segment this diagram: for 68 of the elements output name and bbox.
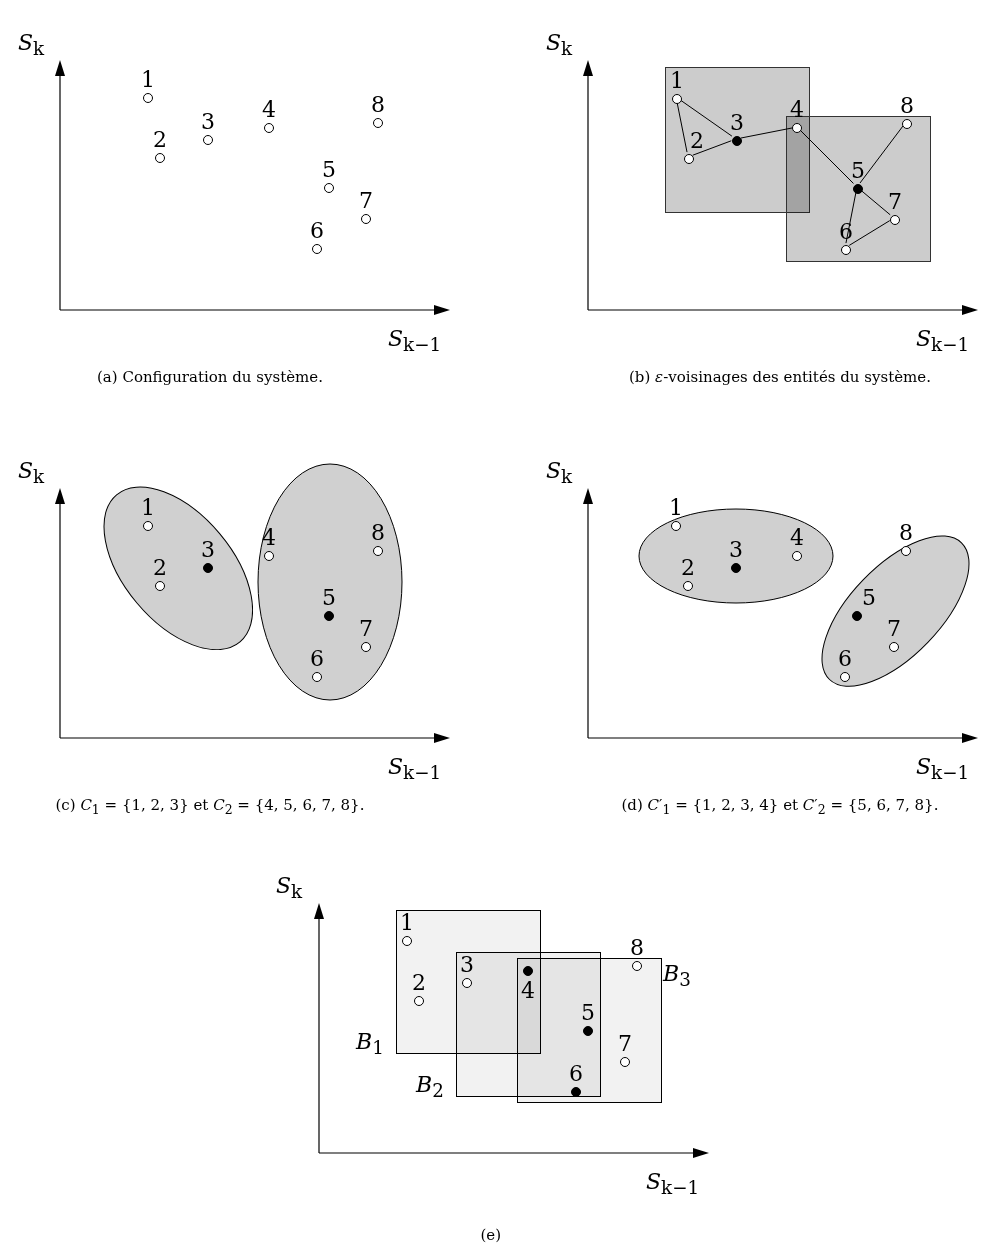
point-label: 2 — [690, 130, 704, 152]
point-label: 7 — [887, 618, 901, 640]
neighborhood-box — [665, 67, 810, 213]
point-label: 5 — [581, 1002, 595, 1024]
connector-line — [845, 191, 857, 244]
point-label: 2 — [153, 129, 167, 151]
axis-label: S$_{k−1}$ — [388, 754, 442, 784]
point-label: 4 — [521, 980, 535, 1002]
point-label: 3 — [730, 112, 744, 134]
axis-label: S$_{k−1}$ — [646, 1169, 700, 1199]
point-label: 1 — [141, 497, 155, 519]
point-label: 4 — [790, 99, 804, 121]
point-label: 6 — [839, 221, 853, 243]
point-label: 1 — [141, 69, 155, 91]
figure-caption: (d) C′$_{1}$ = {1, 2, 3, 4} et C′$_{2}$ = {5, 6, 7, 8}. — [621, 796, 939, 817]
point-label: 1 — [669, 497, 683, 519]
point-label: 3 — [729, 539, 743, 561]
connector-line — [740, 127, 793, 139]
point-label: 1 — [670, 70, 684, 92]
point-label: 5 — [851, 160, 865, 182]
point-label: 8 — [899, 522, 913, 544]
axis-label: S$_{k−1}$ — [916, 326, 970, 356]
point-label: 6 — [569, 1063, 583, 1085]
point-label: 8 — [371, 522, 385, 544]
point-label: 6 — [310, 648, 324, 670]
axis-label: S$_{k}$ — [18, 458, 45, 488]
figure-caption: (c) C$_{1}$ = {1, 2, 3} et C$_{2}$ = {4, 5, 6, 7, 8}. — [55, 796, 365, 817]
point-label: 8 — [900, 95, 914, 117]
point-label: 3 — [201, 111, 215, 133]
connector-line — [859, 125, 904, 184]
axis-label: S$_{k}$ — [546, 30, 573, 60]
box-label: B$_{2}$ — [416, 1071, 444, 1104]
point-label: 1 — [400, 912, 414, 934]
point-label: 3 — [201, 539, 215, 561]
point-label: 2 — [412, 972, 426, 994]
connector-line — [848, 220, 891, 246]
figure-caption: (e) — [480, 1226, 502, 1244]
figure-caption: (b) ε-voisinages des entités du système. — [629, 368, 931, 386]
connector-line — [692, 140, 732, 156]
point-label: 4 — [790, 527, 804, 549]
box-label: B$_{1}$ — [356, 1028, 384, 1061]
point-label: 2 — [681, 557, 695, 579]
axis-label: S$_{k}$ — [276, 873, 303, 903]
axis-label: S$_{k−1}$ — [916, 754, 970, 784]
point-label: 7 — [618, 1033, 632, 1055]
point-label: 5 — [322, 587, 336, 609]
point-label: 8 — [371, 94, 385, 116]
connector-line — [860, 189, 891, 216]
point-label: 8 — [630, 937, 644, 959]
point-label: 7 — [359, 190, 373, 212]
point-label: 7 — [888, 191, 902, 213]
point-label: 4 — [262, 527, 276, 549]
connector-line — [676, 101, 688, 153]
axis-label: S$_{k−1}$ — [388, 326, 442, 356]
point-label: 6 — [310, 220, 324, 242]
connector-line — [679, 99, 733, 137]
point-label: 2 — [153, 557, 167, 579]
figure-caption: (a) Configuration du système. — [97, 368, 323, 386]
point-label: 5 — [322, 159, 336, 181]
point-label: 6 — [838, 648, 852, 670]
axis-label: S$_{k}$ — [18, 30, 45, 60]
point-label: 3 — [460, 954, 474, 976]
point-label: 4 — [262, 99, 276, 121]
point-label: 5 — [862, 587, 876, 609]
connector-line — [800, 130, 854, 184]
point-label: 7 — [359, 618, 373, 640]
axis-label: S$_{k}$ — [546, 458, 573, 488]
box-label: B$_{3}$ — [663, 960, 691, 993]
